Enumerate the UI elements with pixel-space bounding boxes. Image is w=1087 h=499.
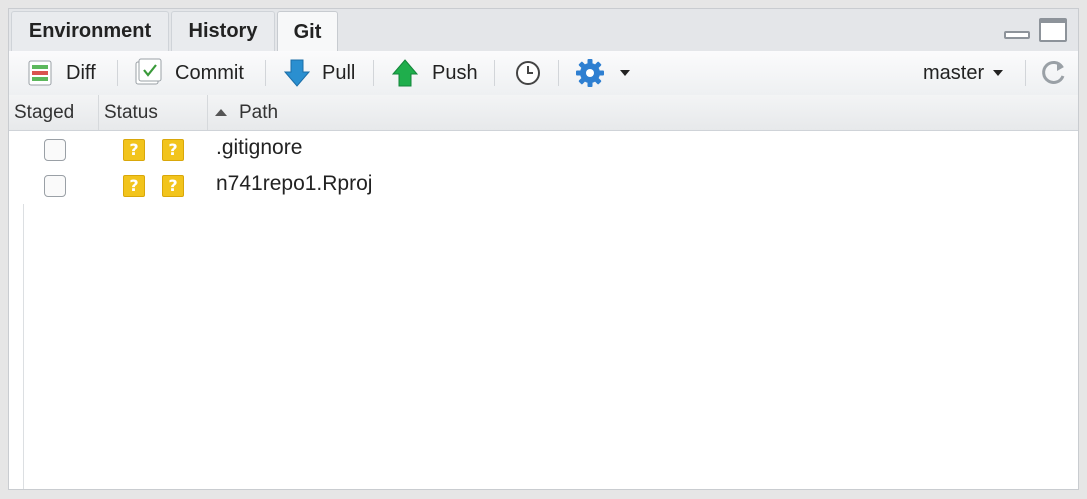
staged-checkbox[interactable] xyxy=(44,139,66,161)
toolbar-divider xyxy=(494,60,495,86)
status-untracked-icon: ? xyxy=(123,175,145,197)
chevron-down-icon xyxy=(620,70,630,76)
diff-button[interactable]: Diff xyxy=(27,57,96,89)
status-untracked-icon: ? xyxy=(162,139,184,161)
commit-icon xyxy=(133,58,163,88)
toolbar-divider xyxy=(1025,60,1026,86)
column-staged-label: Staged xyxy=(14,101,75,123)
toolbar-divider xyxy=(558,60,559,86)
git-toolbar: Diff Commit Pull xyxy=(9,51,1078,96)
tab-git[interactable]: Git xyxy=(277,11,338,52)
gear-icon xyxy=(574,57,606,89)
status-untracked-icon: ? xyxy=(123,139,145,161)
staged-checkbox[interactable] xyxy=(44,175,66,197)
more-menu-button[interactable] xyxy=(574,57,630,89)
table-row[interactable]: ? ? n741repo1.Rproj xyxy=(9,168,1078,204)
git-pane: Environment History Git Diff xyxy=(8,8,1079,490)
commit-label: Commit xyxy=(175,61,244,84)
refresh-icon xyxy=(1039,58,1069,88)
table-gutter-line xyxy=(23,204,24,489)
clock-icon xyxy=(514,59,542,87)
sort-ascending-icon xyxy=(215,109,227,116)
branch-dropdown[interactable]: master xyxy=(923,57,1004,89)
tab-environment[interactable]: Environment xyxy=(11,11,169,51)
history-button[interactable] xyxy=(514,57,542,89)
toolbar-divider xyxy=(373,60,374,86)
status-untracked-icon: ? xyxy=(162,175,184,197)
file-path[interactable]: n741repo1.Rproj xyxy=(216,172,373,195)
toolbar-divider xyxy=(117,60,118,86)
branch-label: master xyxy=(923,61,985,84)
diff-label: Diff xyxy=(66,61,96,84)
column-path[interactable]: Path xyxy=(207,95,1078,130)
toolbar-divider xyxy=(265,60,266,86)
minimize-pane-icon[interactable] xyxy=(1004,31,1030,39)
tab-bar: Environment History Git xyxy=(9,9,1078,52)
push-button[interactable]: Push xyxy=(391,57,478,89)
push-arrow-icon xyxy=(391,58,419,88)
column-status-label: Status xyxy=(104,101,158,123)
column-staged[interactable]: Staged xyxy=(9,95,98,130)
maximize-pane-icon[interactable] xyxy=(1039,18,1067,42)
push-label: Push xyxy=(432,61,478,84)
table-row[interactable]: ? ? .gitignore xyxy=(9,132,1078,168)
diff-icon xyxy=(27,60,53,86)
column-status[interactable]: Status xyxy=(98,95,207,130)
pull-label: Pull xyxy=(322,61,356,84)
tab-history[interactable]: History xyxy=(171,11,275,51)
chevron-down-icon xyxy=(993,70,1004,76)
pull-button[interactable]: Pull xyxy=(283,57,355,89)
refresh-button[interactable] xyxy=(1039,57,1069,89)
commit-button[interactable]: Commit xyxy=(133,57,244,89)
pull-arrow-icon xyxy=(283,58,311,88)
file-path[interactable]: .gitignore xyxy=(216,136,303,159)
file-table-header: Staged Status Path xyxy=(9,95,1078,131)
column-path-label: Path xyxy=(239,101,279,123)
